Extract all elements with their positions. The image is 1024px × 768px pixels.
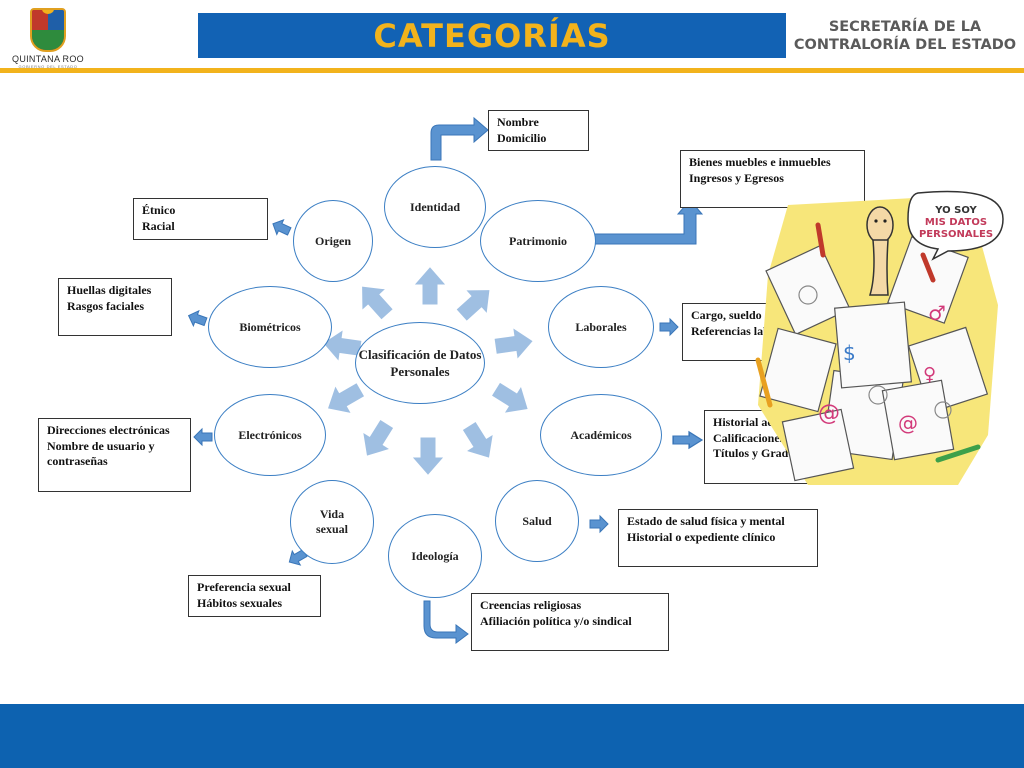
arrow-to-vida-sexual xyxy=(355,416,399,463)
connector-identidad xyxy=(430,116,489,161)
arrow-to-identidad xyxy=(415,267,445,305)
illustration-graphic: @ @ ♂ ♀ $ xyxy=(755,190,1004,485)
info-identidad-text: Nombre Domicilio xyxy=(497,115,547,145)
connector-biometricos xyxy=(185,307,209,330)
bubble-line-2: MIS DATOS xyxy=(924,217,988,228)
arrow-to-ideologia xyxy=(413,437,443,475)
svg-text:♀: ♀ xyxy=(923,364,936,385)
arrow-to-origen xyxy=(351,277,398,324)
info-salud: Estado de salud física y mental Historia… xyxy=(618,509,818,567)
bubble-line-1: YO SOY xyxy=(935,205,977,216)
info-ideologia-text: Creencias religiosas Afiliación política… xyxy=(480,598,632,628)
connector-origen xyxy=(269,216,294,240)
info-patrimonio: Bienes muebles e inmuebles Ingresos y Eg… xyxy=(680,150,865,208)
title-bar: CATEGORÍAS xyxy=(198,13,786,58)
info-identidad: Nombre Domicilio xyxy=(488,110,589,151)
node-patrimonio: Patrimonio xyxy=(480,200,596,282)
svg-text:@: @ xyxy=(898,411,918,435)
organization-name: SECRETARÍA DE LA CONTRALORÍA DEL ESTADO xyxy=(790,18,1020,54)
info-electronicos-text: Direcciones electrónicas Nombre de usuar… xyxy=(47,423,170,468)
header-divider xyxy=(0,68,1024,73)
quintana-roo-logo: QUINTANA ROO GOBIERNO DEL ESTADO xyxy=(8,6,88,69)
svg-text:♂: ♂ xyxy=(928,301,946,325)
node-biometricos: Biométricos xyxy=(208,286,332,368)
connector-salud xyxy=(589,515,609,533)
arrow-to-laborales xyxy=(493,326,535,361)
info-electronicos: Direcciones electrónicas Nombre de usuar… xyxy=(38,418,191,492)
info-patrimonio-text: Bienes muebles e inmuebles Ingresos y Eg… xyxy=(689,155,831,185)
connector-academicos xyxy=(672,431,703,449)
arrow-to-academicos xyxy=(488,377,535,421)
page-title: CATEGORÍAS xyxy=(373,16,611,55)
node-laborales: Laborales xyxy=(548,286,654,368)
info-vida-sexual: Preferencia sexual Hábitos sexuales xyxy=(188,575,321,617)
connector-electronicos xyxy=(193,428,213,446)
arrow-to-salud xyxy=(457,418,501,465)
svg-text:@: @ xyxy=(818,401,840,426)
svg-text:$: $ xyxy=(843,341,856,365)
personal-data-illustration: @ @ ♂ ♀ $ YO SOY MIS DATOS PERSONALES xyxy=(748,185,1010,495)
arrow-to-electronicos xyxy=(321,377,368,421)
node-origen: Origen xyxy=(293,200,373,282)
logo-name: QUINTANA ROO xyxy=(12,54,84,64)
center-node: Clasificación de Datos Personales xyxy=(355,322,485,404)
connector-arrows xyxy=(185,116,704,644)
connector-laborales xyxy=(659,318,679,336)
node-vida-sexual: Vida sexual xyxy=(290,480,374,564)
organization-line-1: SECRETARÍA DE LA xyxy=(828,19,982,35)
node-academicos: Académicos xyxy=(540,394,662,476)
info-vida-sexual-text: Preferencia sexual Hábitos sexuales xyxy=(197,580,291,610)
node-salud: Salud xyxy=(495,480,579,562)
node-identidad: Identidad xyxy=(384,166,486,248)
info-salud-text: Estado de salud física y mental Historia… xyxy=(627,514,785,544)
connector-ideologia xyxy=(423,600,469,644)
bubble-line-3: PERSONALES xyxy=(918,229,994,240)
node-ideologia: Ideología xyxy=(388,514,482,598)
organization-line-2: CONTRALORÍA DEL ESTADO xyxy=(793,37,1017,53)
info-origen-text: Étnico Racial xyxy=(142,203,176,233)
info-ideologia: Creencias religiosas Afiliación política… xyxy=(471,593,669,651)
info-biometricos-text: Huellas digitales Rasgos faciales xyxy=(67,283,152,313)
logo-subtitle: GOBIERNO DEL ESTADO xyxy=(18,64,78,69)
info-origen: Étnico Racial xyxy=(133,198,268,240)
arrow-to-patrimonio xyxy=(452,279,499,326)
coat-of-arms-icon xyxy=(30,8,66,52)
footer-bar xyxy=(0,704,1024,768)
info-biometricos: Huellas digitales Rasgos faciales xyxy=(58,278,172,336)
speech-bubble: YO SOY MIS DATOS PERSONALES xyxy=(908,205,1004,241)
node-electronicos: Electrónicos xyxy=(214,394,326,476)
